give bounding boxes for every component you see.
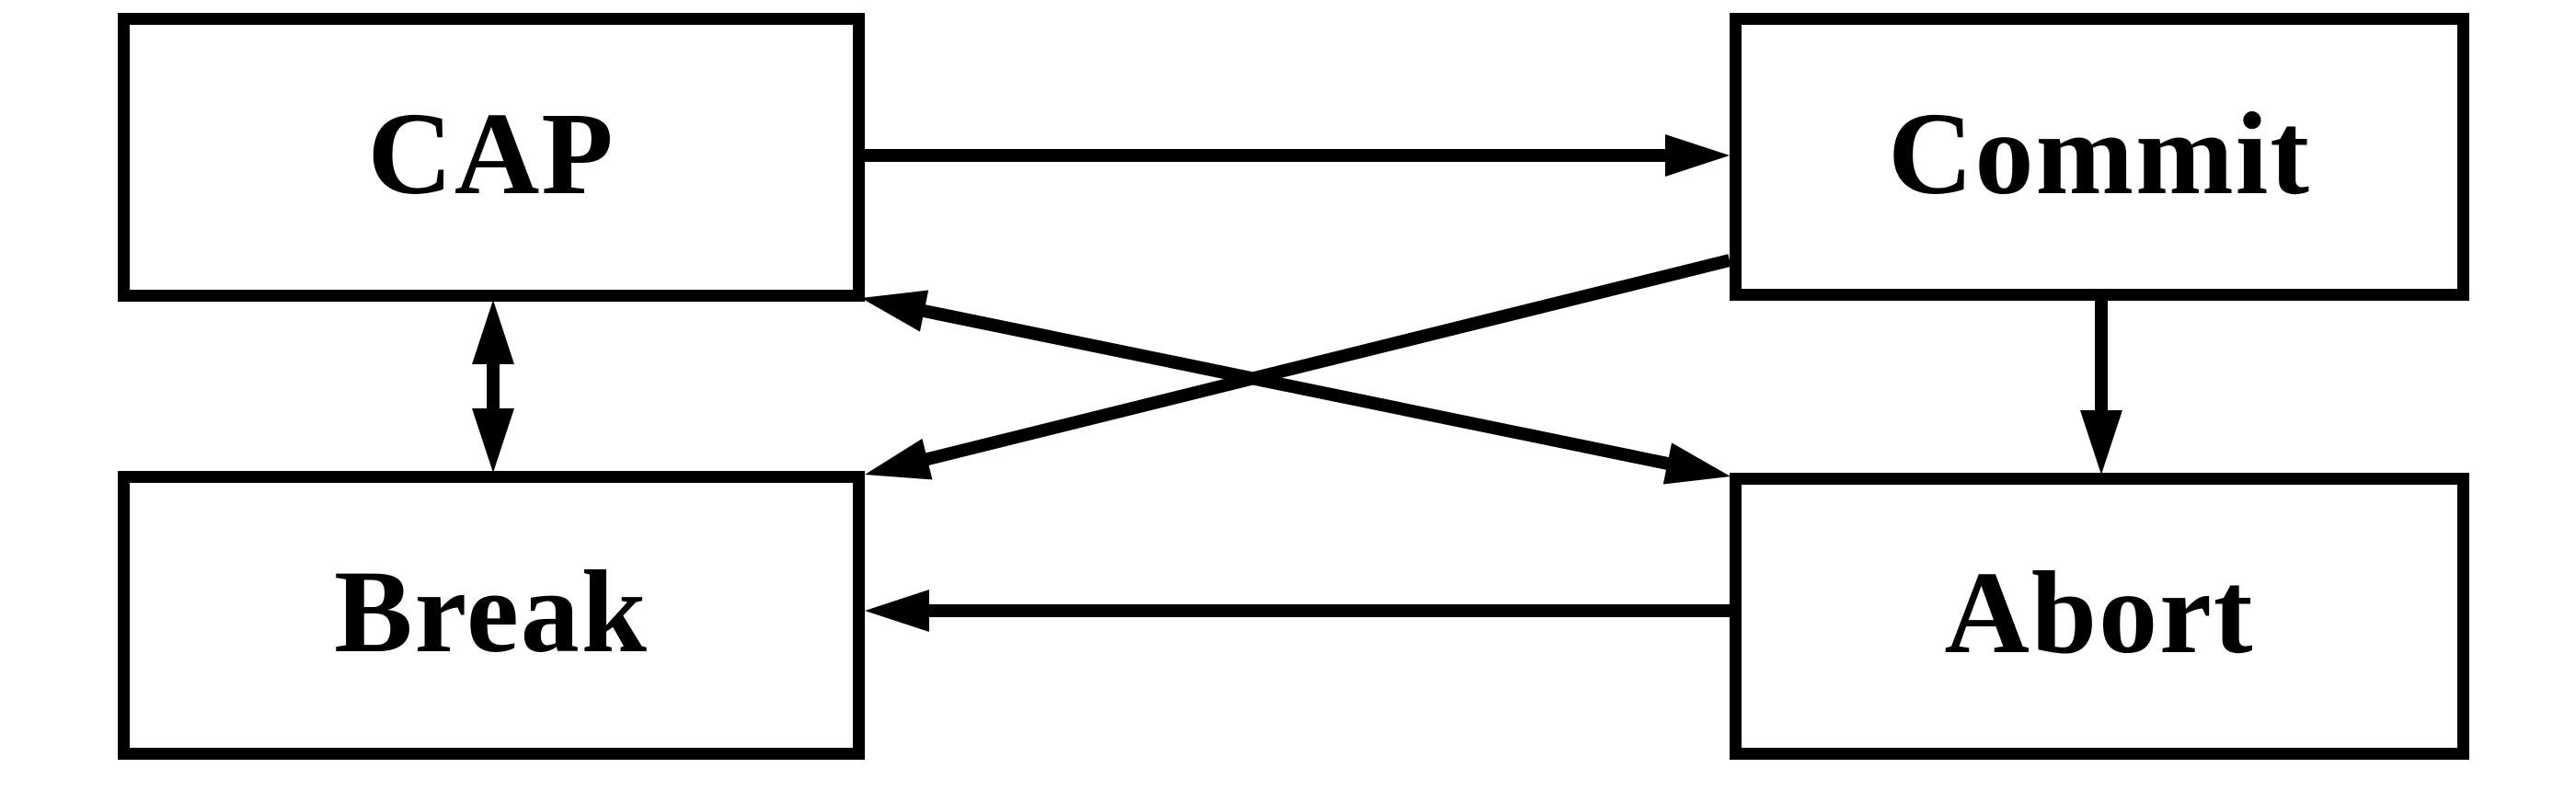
arrowhead-cap-to-commit [1665,134,1730,177]
node-abort: Abort [1730,473,2469,760]
node-cap: CAP [118,13,865,302]
node-break: Break [118,471,865,760]
arrowhead-cap-break-two-way [472,300,514,364]
node-break-label: Break [334,546,649,677]
edge-commit-to-break [914,254,1731,468]
node-commit: Commit [1730,13,2469,301]
arrowhead-commit-to-break [865,438,933,480]
node-commit-label: Commit [1888,87,2311,219]
node-cap-label: CAP [367,88,615,219]
arrowhead-cap-break-two-way [472,408,514,473]
node-abort-label: Abort [1944,547,2255,678]
arrowhead-commit-to-abort [2080,410,2122,475]
edge-cap-abort-two-way [912,302,1680,473]
arrowhead-cap-abort-two-way [1662,442,1731,485]
arrowhead-cap-abort-two-way [861,290,929,332]
arrowhead-abort-to-break [865,590,929,632]
